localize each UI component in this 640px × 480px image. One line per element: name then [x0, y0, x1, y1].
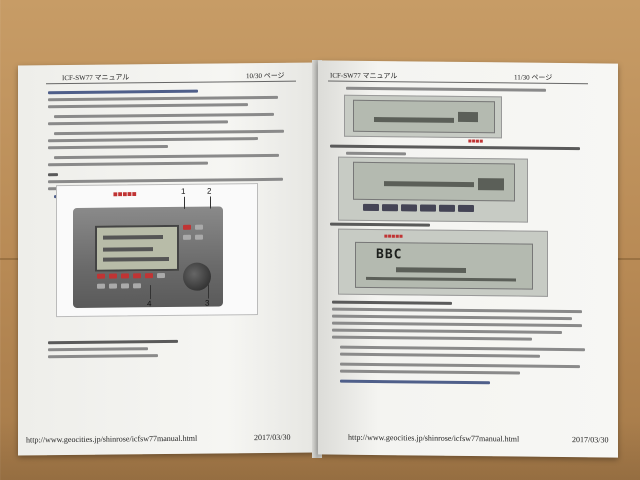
- text-line: [48, 120, 228, 126]
- text-line: [340, 369, 520, 375]
- text-line: [332, 314, 572, 321]
- right-page: ICF-SW77 マニュアル 11/30 ページ ■■■■: [318, 60, 618, 458]
- right-footer-url: http://www.geocities.jp/shinrose/icfsw77…: [348, 432, 520, 444]
- text-line: [330, 222, 430, 227]
- text-line: [332, 300, 452, 305]
- text-line: [48, 354, 158, 359]
- left-footer-url: http://www.geocities.jp/shinrose/icfsw77…: [26, 433, 198, 445]
- radio-body: [73, 206, 223, 308]
- radio-photo: ■■■■■ 1 2 3 4: [56, 183, 258, 318]
- right-footer-date: 2017/03/30: [572, 435, 609, 445]
- annotation-note: ■■■■■: [384, 233, 403, 239]
- left-header-title: ICF-SW77 マニュアル: [62, 73, 130, 83]
- right-header-title: ICF-SW77 マニュアル: [330, 71, 398, 81]
- annotation-note: ■■■■: [468, 138, 484, 144]
- left-page: ICF-SW77 マニュアル 10/30 ページ: [18, 62, 316, 456]
- text-line: [48, 103, 248, 109]
- lcd-screenshot-1: [344, 94, 502, 139]
- text-line: [332, 335, 532, 341]
- text-line: [340, 345, 585, 352]
- left-footer-date: 2017/03/30: [254, 432, 291, 443]
- text-line: [346, 151, 406, 156]
- text-line: [346, 86, 546, 92]
- text-line: [340, 379, 490, 385]
- text-line: [48, 339, 178, 345]
- left-header-page: 10/30 ページ: [246, 71, 285, 81]
- lcd-screenshot-3: BBC: [338, 228, 548, 297]
- text-line: [332, 307, 582, 314]
- text-line: [48, 137, 258, 143]
- callout-number: 1: [181, 186, 186, 196]
- text-line: [54, 129, 284, 136]
- callout-label: ■■■■■: [113, 191, 137, 198]
- text-line: [54, 153, 279, 160]
- text-line: [332, 328, 562, 334]
- callout-number: 3: [205, 298, 210, 308]
- lcd-screenshot-2: [338, 156, 528, 223]
- callout-number: 4: [147, 299, 152, 309]
- text-line: [48, 173, 58, 177]
- radio-display: [95, 224, 179, 272]
- text-line: [48, 95, 278, 102]
- text-line: [340, 362, 580, 369]
- lcd-station-name: BBC: [376, 247, 403, 263]
- tuning-knob: [183, 262, 211, 291]
- text-line: [48, 161, 208, 167]
- text-line: [54, 112, 274, 119]
- text-line: [330, 144, 580, 151]
- soft-button-row: [363, 203, 474, 213]
- right-header-page: 11/30 ページ: [514, 73, 553, 82]
- book-spine: [312, 60, 322, 458]
- text-line: [332, 321, 582, 328]
- text-line: [48, 144, 168, 150]
- text-line: [340, 352, 540, 358]
- text-line: [48, 347, 148, 352]
- callout-number: 2: [207, 186, 212, 196]
- text-line: [48, 89, 198, 95]
